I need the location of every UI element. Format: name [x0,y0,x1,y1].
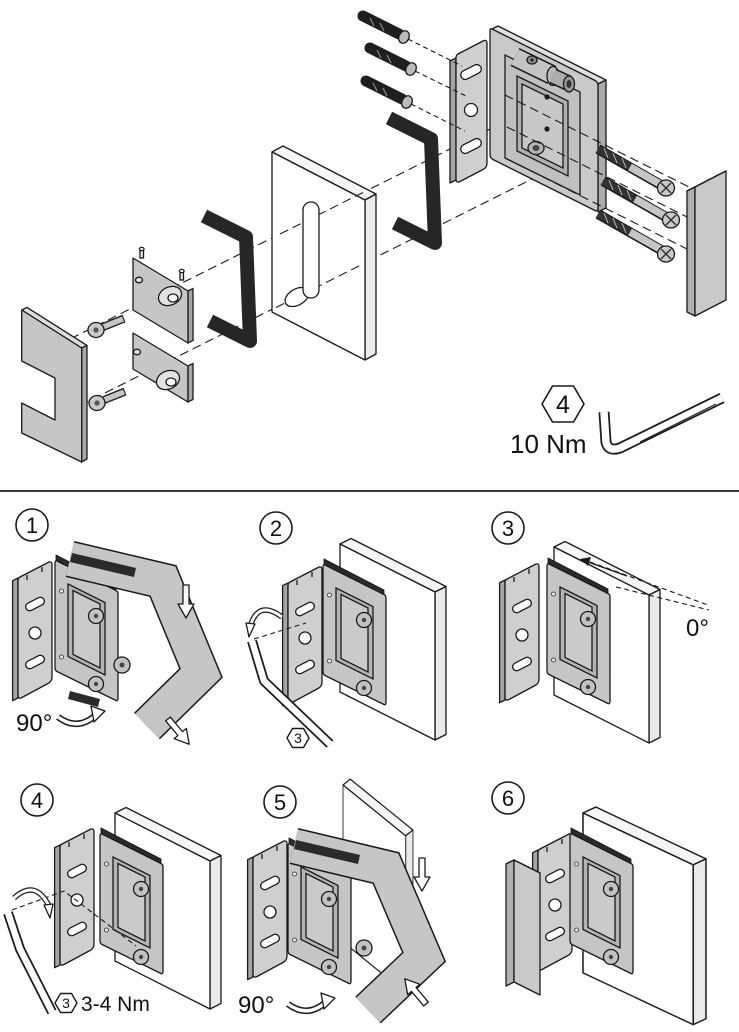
rubber-gasket [294,840,360,864]
wall-plate [53,828,95,969]
countersunk-screw [87,314,126,339]
step-4: 4 3 3-4 Nm [3,783,222,1016]
step-number: 3 [502,516,514,541]
alignment-pin [178,268,185,281]
wall-screw [595,144,676,197]
glass-door-open [289,828,447,1024]
torque-callout: 4 10 Nm [510,385,725,459]
hex-key-icon [598,393,725,455]
wall-anchor [360,75,413,109]
step-number: 6 [502,786,514,811]
torque-label: 3-4 Nm [81,993,150,1016]
tool-size-number: 3 [294,730,302,746]
cover-plate [505,859,541,996]
rotation-arrow-icon [288,993,335,1011]
cover-plate-glass-side [21,306,88,463]
step-number-badge [491,511,525,545]
step-number: 2 [270,516,282,541]
step-1: 1 90° [11,508,223,751]
exploded-view: 4 10 Nm [21,10,727,463]
wall-plate [449,39,488,184]
rubber-gasket [200,209,257,348]
wall-screw [600,176,681,229]
step-number-badge [20,783,54,817]
rotation-label: 90° [16,710,52,737]
alignment-pin [138,246,145,259]
hinge-knuckle [510,48,576,93]
angle-guide-line [615,586,710,611]
step-number: 5 [274,790,286,815]
clamp-plate [132,246,194,404]
step-5: 5 90° [238,778,447,1024]
rotation-arrow-icon [12,887,54,919]
hex-key-icon [247,639,334,748]
glass-panel [271,145,377,361]
hex-badge: 4 [541,385,585,423]
hinge-body [449,25,607,213]
step-number-badge [263,785,297,819]
cover-plate-wall-side [686,170,727,317]
step-number-badge [259,511,293,545]
guide-line [11,890,137,947]
glass-cutout [302,201,320,299]
step-2: 2 3 [245,511,447,749]
wall-plate [498,563,540,704]
step-number: 4 [31,788,43,813]
wall-plate [11,561,53,702]
countersunk-screw [88,387,127,412]
rotation-arrow-icon [245,607,284,638]
step-number-badge [491,781,525,815]
tool-size-number: 3 [62,995,70,1011]
angle-label: 0° [686,615,709,642]
wall-anchor [357,10,410,44]
step-number: 1 [26,513,38,538]
insert-arrow-icon [413,857,431,892]
torque-value: 10 Nm [510,429,587,459]
wall-plate [246,840,288,981]
rubber-gasket [68,691,100,707]
wall-plate [281,566,323,707]
rubber-gasket [70,553,136,577]
rubber-gasket [385,111,442,250]
wall-anchor [364,42,417,76]
step-number-badge [15,508,49,542]
guide-line [253,622,307,640]
tool-size-number: 4 [556,391,570,419]
glass-door-open [65,540,223,740]
wall-screw [595,209,676,263]
step-3: 3 0° [491,511,710,744]
rotation-label: 90° [238,992,274,1019]
rotation-arrow-icon [58,706,105,724]
align-arrow-icon [580,557,628,577]
hex-key-icon [3,911,57,1015]
step-6: 6 [491,781,707,1026]
